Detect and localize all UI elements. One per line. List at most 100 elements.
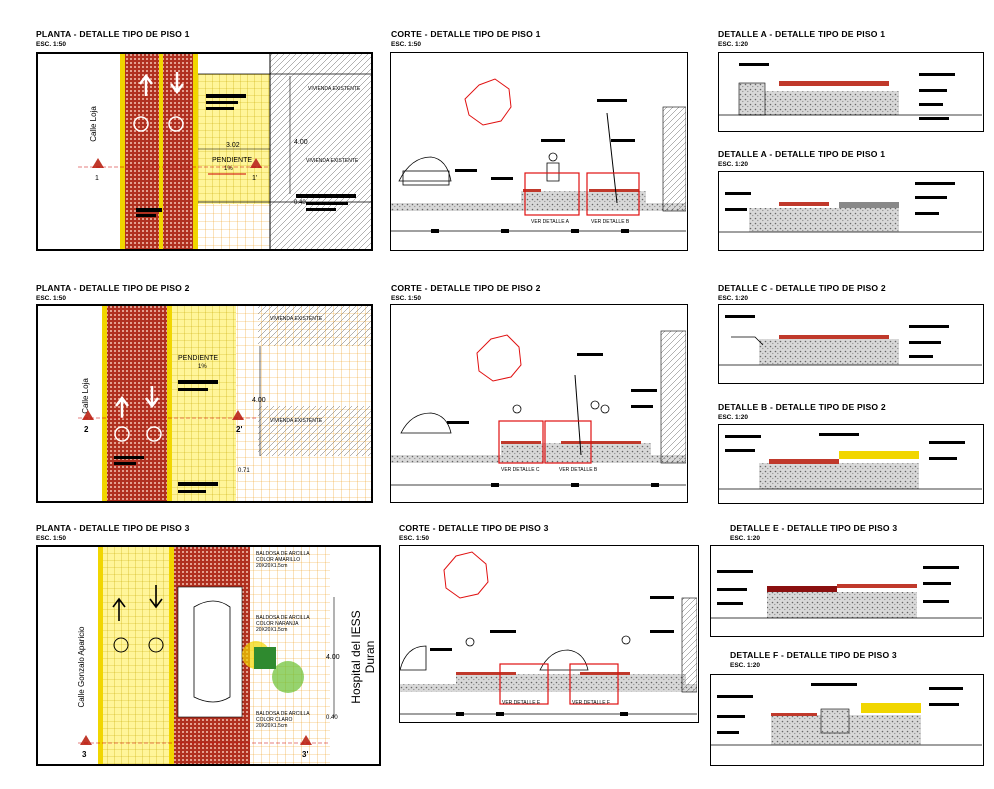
lamp-post-icon [606, 112, 618, 204]
tile-note: 20X20X1.5cm [256, 723, 287, 729]
plan-3-frame: Calle Gonzalo Aparicio BALDOSA DE ARCILL… [36, 545, 381, 766]
arrow-up-icon [115, 395, 129, 418]
section-3-frame: VER DETALLE E VER DETALLE F [399, 545, 699, 723]
arrow-up-icon [112, 597, 126, 621]
sheet-title: DETALLE B - DETALLE TIPO DE PISO 2 [718, 402, 886, 412]
section-marker-icon [82, 410, 94, 420]
existing-housing-hatch [270, 54, 371, 249]
detail-ref: VER DETALLE B [559, 467, 598, 473]
detail-callout-e [499, 663, 549, 705]
tile-note: BALDOSA DE ARCILLA [256, 711, 310, 717]
arrow-down-icon [149, 585, 163, 609]
pedestrian-icon [590, 400, 600, 410]
sheet-title: CORTE - DETALLE TIPO DE PISO 2 [391, 283, 541, 293]
detail-callout-a [524, 172, 580, 216]
tile-note: BALDOSA DE ARCILLA [256, 615, 310, 621]
section-2-frame: VER DETALLE C VER DETALLE B [390, 304, 688, 503]
sheet-title: PLANTA - DETALLE TIPO DE PISO 2 [36, 283, 190, 293]
lamp-post-icon [574, 374, 582, 456]
sheet-title: PLANTA - DETALLE TIPO DE PISO 3 [36, 523, 190, 533]
base-layer [391, 203, 686, 211]
dim-small: 0.71 [238, 468, 250, 474]
sheet-scale: ESC. 1:50 [36, 534, 66, 542]
tile-note: 20X20X1.5cm [256, 627, 287, 633]
bike-symbol-icon [133, 116, 149, 132]
marker-label: 2' [236, 425, 242, 434]
yellow-curb [120, 54, 125, 249]
pedestrian-icon [621, 635, 631, 645]
car-icon [400, 645, 427, 671]
sheet-title: DETALLE E - DETALLE TIPO DE PISO 3 [730, 523, 898, 533]
detail-b2-frame [718, 424, 984, 504]
dim-small: 0.40 [294, 200, 306, 206]
section-marker-icon [92, 158, 104, 168]
detail-ref: VER DETALLE F [572, 700, 610, 706]
sheet-scale: ESC. 1:20 [718, 294, 748, 302]
tile-note: BALDOSA DE ARCILLA [256, 551, 310, 557]
dim-height: 4.00 [326, 654, 340, 661]
detail-ref: VER DETALLE A [531, 219, 570, 225]
marker-label: 3' [302, 750, 308, 759]
tile-layer-yellow [839, 451, 919, 459]
tile-note: COLOR NARANJA [256, 621, 299, 627]
street-label: Calle Loja [81, 378, 90, 414]
sheet-scale: ESC. 1:20 [730, 661, 760, 669]
dim-small: 0.40 [326, 715, 338, 721]
slope-value: 1% [198, 364, 207, 370]
bike-symbol-icon [113, 637, 129, 653]
tile-layer-yellow [861, 703, 921, 713]
dim-height: 4.00 [252, 397, 266, 404]
tile-note: 20X20X1.5cm [256, 563, 287, 569]
tree-icon [272, 661, 304, 693]
sheet-scale: ESC. 1:20 [718, 413, 748, 421]
sun-octagon-icon [464, 78, 512, 126]
bike-symbol-icon [114, 426, 130, 442]
bike-lane [103, 547, 169, 764]
housing-label: VIVIENDA EXISTENTE [270, 418, 323, 424]
slope-value: 1% [224, 166, 233, 172]
bike-symbol-icon [168, 116, 184, 132]
arrow-down-icon [170, 72, 184, 95]
building-wall [662, 106, 686, 212]
marker-label: 2 [84, 425, 89, 434]
bike-symbol-icon [146, 426, 162, 442]
section-marker-icon [80, 735, 92, 745]
tile-note: COLOR AMARILLO [256, 557, 300, 563]
street-label: Calle Loja [89, 106, 98, 142]
section-marker-icon [250, 158, 262, 168]
sun-octagon-icon [443, 551, 489, 599]
detail-callout-b [586, 172, 640, 216]
car-icon [539, 649, 589, 671]
section-marker-icon [232, 410, 244, 420]
slope-label: PENDIENTE [212, 157, 252, 164]
sheet-title: DETALLE A - DETALLE TIPO DE PISO 1 [718, 149, 886, 159]
sheet-title: DETALLE C - DETALLE TIPO DE PISO 2 [718, 283, 886, 293]
housing-label: VIVIENDA EXISTENTE [306, 158, 359, 164]
tile-layer [779, 81, 889, 86]
detail-callout-f [569, 663, 619, 705]
detail-e3-frame [710, 545, 984, 637]
tile-layer [769, 459, 839, 464]
sun-octagon-icon [476, 334, 522, 382]
tile-layer [779, 202, 829, 206]
detail-callout-c [498, 420, 544, 464]
slope-label: PENDIENTE [178, 355, 218, 362]
dim-height: 4.00 [294, 139, 308, 146]
street-label: Calle Gonzalo Aparicio [77, 626, 86, 707]
plan-1-frame: Calle Loja VIVIENDA EXISTENTE VIVIENDA E… [36, 52, 373, 251]
tile-layer [779, 335, 889, 339]
sheet-scale: ESC. 1:20 [718, 160, 748, 168]
detail-c2-frame [718, 304, 984, 384]
housing-label: VIVIENDA EXISTENTE [270, 316, 323, 322]
pedestrian-icon [600, 404, 610, 414]
